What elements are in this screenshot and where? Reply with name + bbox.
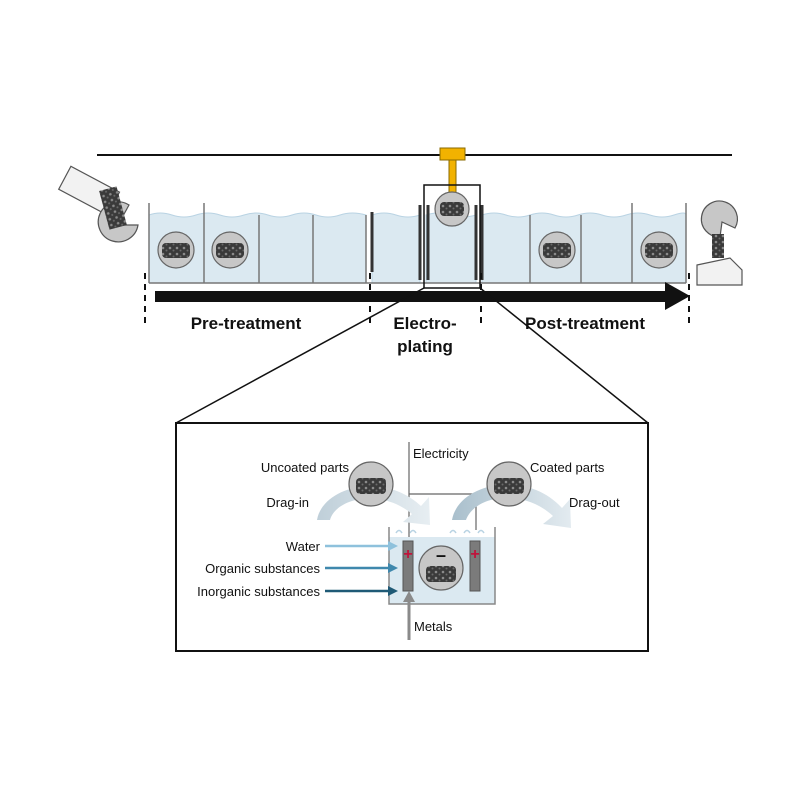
loading-station-icon <box>57 165 139 243</box>
bath-posttreatment-water <box>481 212 687 284</box>
anode-left-sign: + <box>403 546 412 563</box>
drag-out-arrow <box>452 484 571 528</box>
plating-bath: + + – <box>388 527 496 605</box>
drag-in-arrow <box>317 486 430 525</box>
anode-right-sign: + <box>470 546 479 563</box>
barrel-icon <box>640 231 678 269</box>
barrel-icon <box>538 231 576 269</box>
coated-parts-barrel-icon <box>486 461 532 507</box>
zoom-line-right <box>479 287 649 424</box>
inorganic-arrow <box>325 586 398 596</box>
label-pretreatment: Pre-treatment <box>191 314 302 333</box>
label-drag-out: Drag-out <box>569 495 620 510</box>
barrel-icon <box>211 231 249 269</box>
cathode-barrel-icon <box>418 545 464 591</box>
unloading-station-icon <box>696 200 743 286</box>
water-arrow <box>325 541 398 551</box>
barrel-icon <box>157 231 195 269</box>
anode-left <box>402 540 414 592</box>
bath-middle-water <box>371 212 421 284</box>
cathode-sign: – <box>436 545 446 565</box>
label-uncoated-parts: Uncoated parts <box>261 460 350 475</box>
process-flow-arrow <box>155 282 690 310</box>
anode-right <box>469 540 481 592</box>
zoom-line-left <box>175 287 425 424</box>
metals-arrow <box>403 591 415 640</box>
label-electricity: Electricity <box>413 446 469 461</box>
label-coated-parts: Coated parts <box>530 460 605 475</box>
hoist-hanger-icon <box>434 147 470 227</box>
label-organic-substances: Organic substances <box>205 561 320 576</box>
label-posttreatment: Post-treatment <box>525 314 645 333</box>
label-metals: Metals <box>414 619 453 634</box>
tank-line <box>148 147 687 289</box>
label-drag-in: Drag-in <box>266 495 309 510</box>
electroplating-highlight-box <box>423 184 481 289</box>
label-electroplating-line1: Electro- <box>393 314 456 333</box>
organic-arrow <box>325 563 398 573</box>
label-water: Water <box>286 539 321 554</box>
label-electroplating-line2: plating <box>397 337 453 356</box>
uncoated-parts-barrel-icon <box>348 461 394 507</box>
label-inorganic-substances: Inorganic substances <box>197 584 320 599</box>
